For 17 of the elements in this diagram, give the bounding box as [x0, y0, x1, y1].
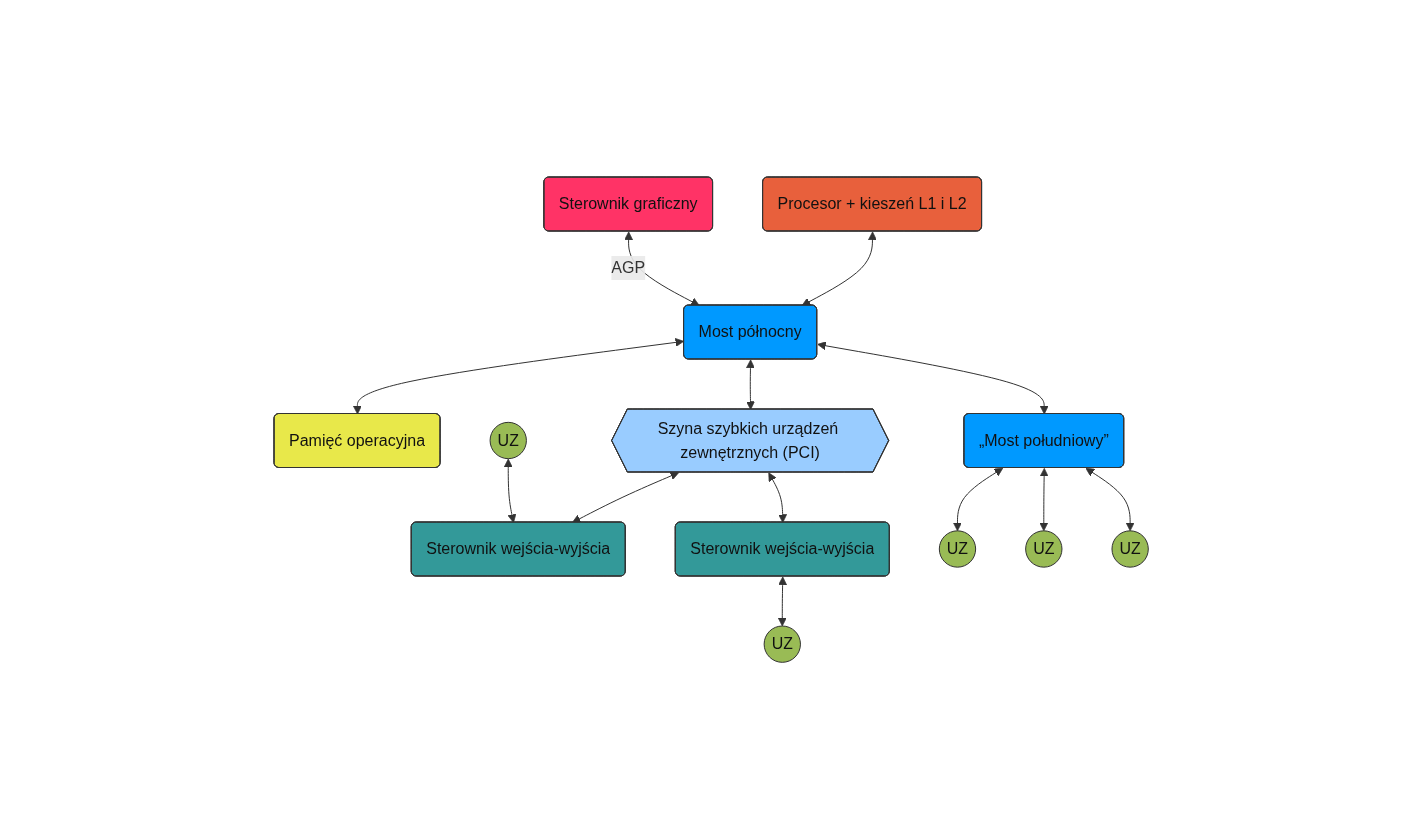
node-circle: UZ — [489, 422, 527, 460]
arrow — [745, 359, 755, 411]
node-circle: UZ — [1025, 530, 1063, 568]
arrow — [1085, 468, 1135, 532]
arrow — [1039, 468, 1049, 532]
arrow — [768, 472, 787, 524]
arrow — [801, 231, 877, 307]
arrow — [503, 459, 517, 524]
node-circle: UZ — [938, 530, 976, 568]
arrow — [352, 338, 684, 415]
node-circle: UZ — [1111, 530, 1149, 568]
edge-label: AGP — [611, 259, 645, 277]
node-circle: UZ — [763, 625, 801, 664]
arrow — [571, 472, 679, 524]
arrow — [952, 468, 1003, 532]
arrow — [777, 576, 787, 627]
arrow — [817, 341, 1049, 415]
